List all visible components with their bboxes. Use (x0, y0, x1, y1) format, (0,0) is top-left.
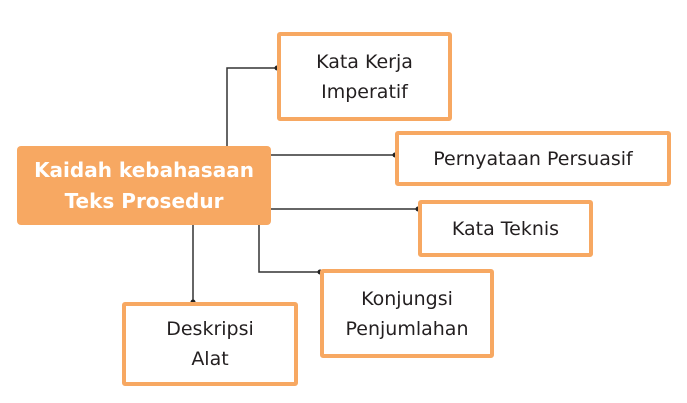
connector-konjungsi (258, 222, 320, 273)
node-kata-teknis: Kata Teknis (418, 200, 593, 257)
node-label: Alat (191, 348, 229, 370)
node-label: Imperatif (321, 80, 408, 103)
node-label: Kata Kerja (316, 50, 413, 73)
connector-kata-kerja (226, 67, 277, 149)
node-label: Penjumlahan (345, 317, 469, 340)
node-label: Deskripsi (166, 318, 254, 340)
node-label: Konjungsi (361, 287, 453, 310)
central-line2: Teks Prosedur (64, 188, 224, 213)
node-pernyataan-persuasif: Pernyataan Persuasif (395, 131, 671, 186)
node-label: Kata Teknis (451, 217, 560, 240)
node-label: Pernyataan Persuasif (433, 147, 633, 170)
central-line1: Kaidah kebahasaan (34, 157, 254, 182)
